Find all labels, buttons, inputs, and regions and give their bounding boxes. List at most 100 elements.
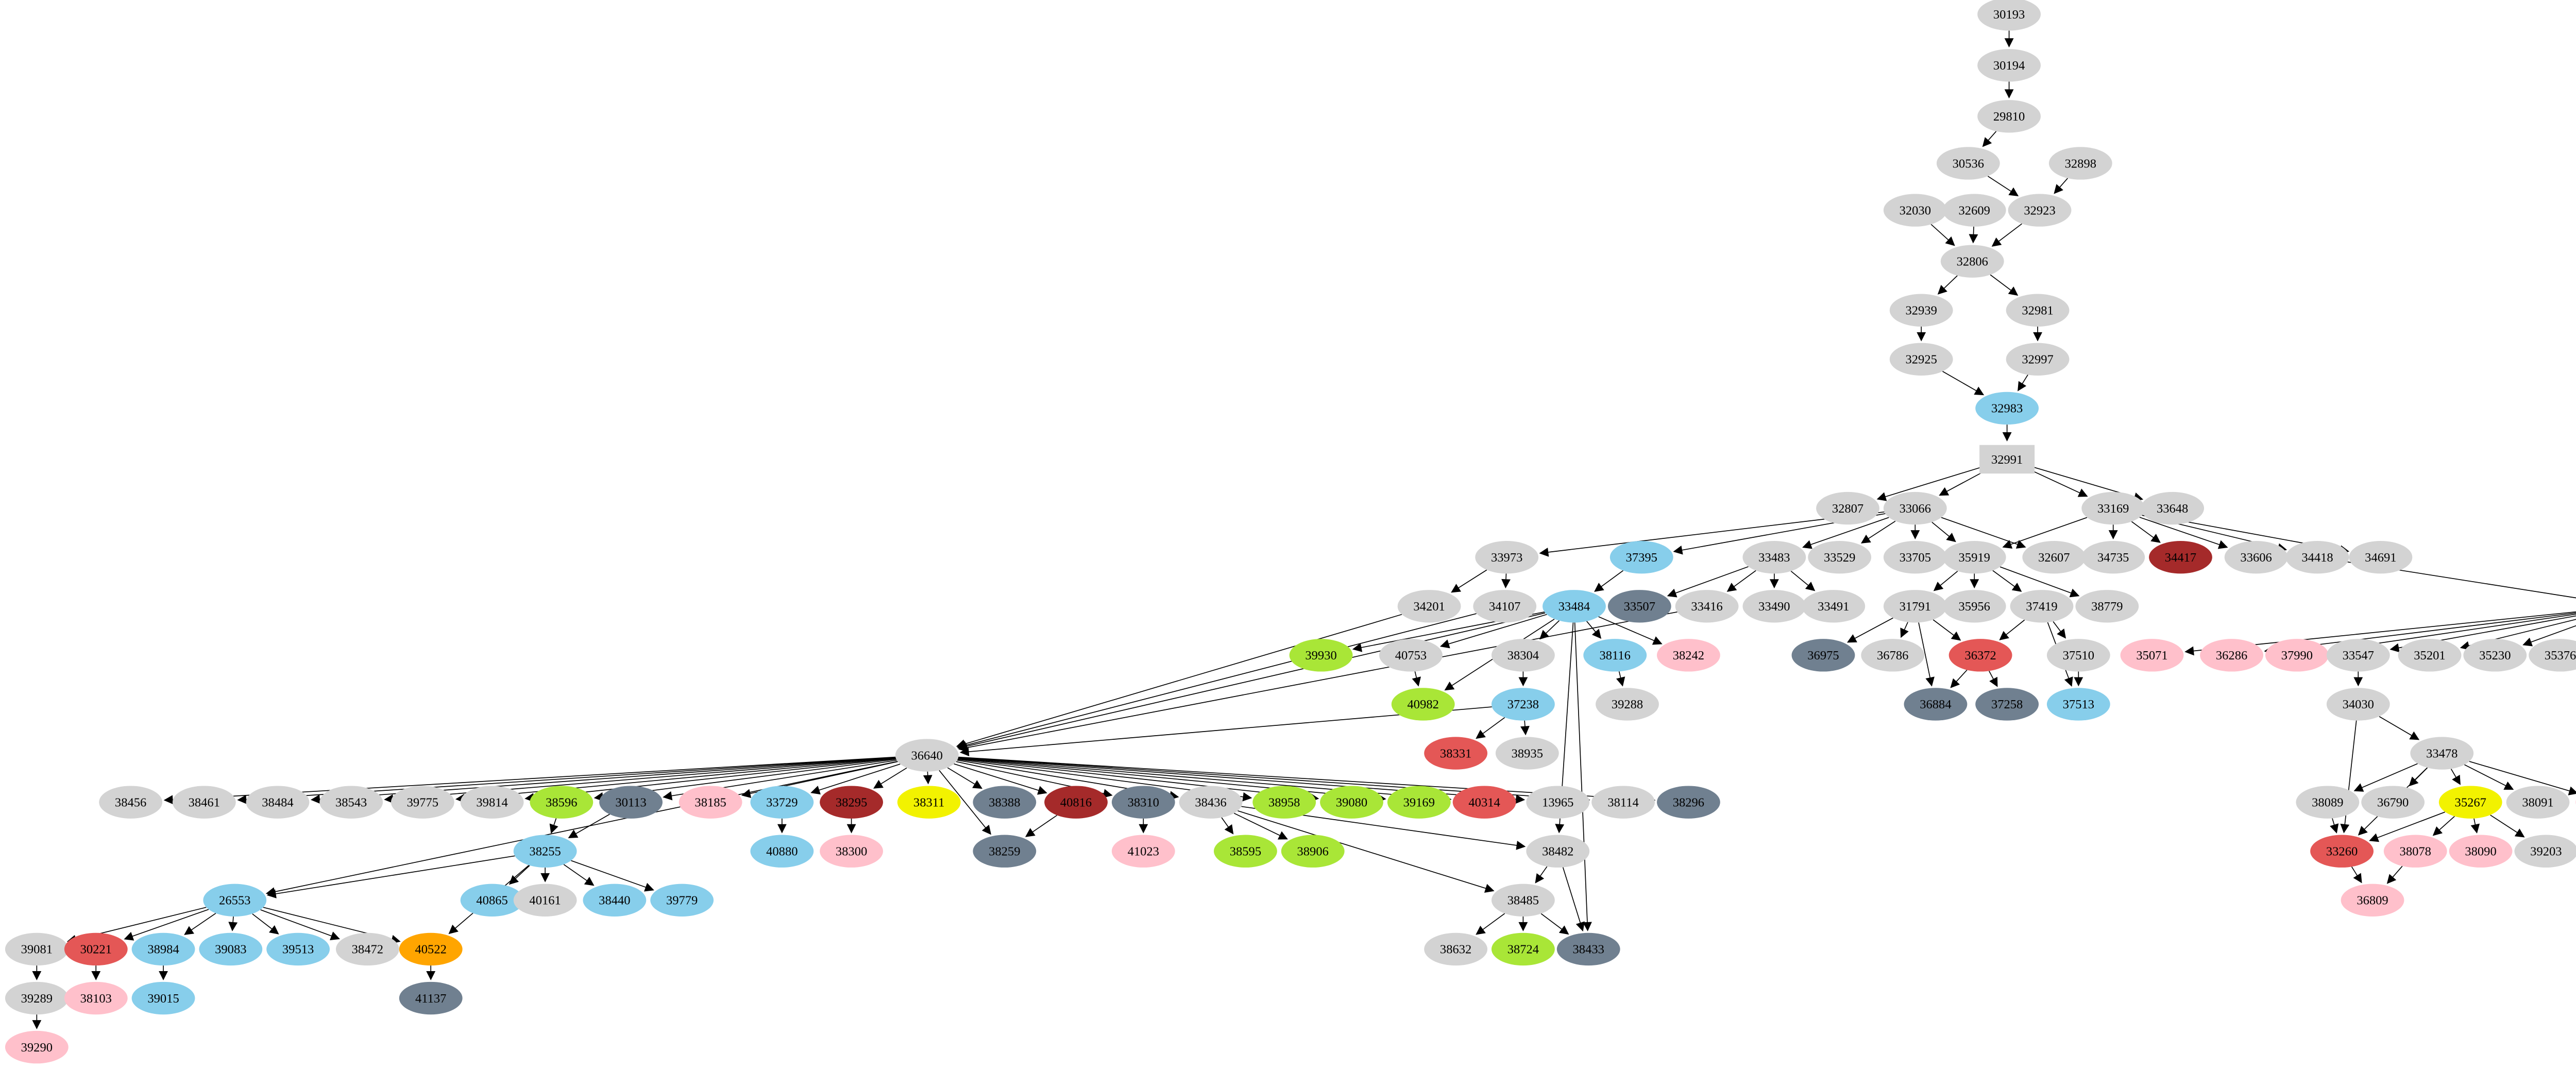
node-38485: 38485 [1491,884,1555,917]
node-label-32983: 32983 [1991,402,2023,416]
node-shape-38331 [1424,737,1488,770]
node-shape-37513 [2046,688,2110,721]
edge-35267-38090 [2470,818,2480,834]
edge-40753-40982 [1412,671,1421,687]
node-label-40865: 40865 [476,894,507,908]
node-33547: 33547 [2326,639,2390,672]
edge-36640-39775 [455,757,896,803]
node-39290: 39290 [5,1030,69,1064]
node-39081: 39081 [5,932,69,966]
node-shape-36975 [1791,639,1855,672]
node-label-34107: 34107 [1489,600,1520,614]
node-label-40753: 40753 [1395,649,1427,663]
node-39080: 39080 [1320,786,1383,819]
node-shape-32981 [2006,294,2070,327]
node-shape-26553 [203,884,267,917]
node-39169: 39169 [1387,786,1451,819]
node-37990: 37990 [2265,639,2329,672]
node-shape-32925 [1889,343,1953,376]
node-label-38484: 38484 [262,795,293,809]
node-label-39203: 39203 [2530,845,2562,859]
node-label-40982: 40982 [1408,698,1439,711]
edge-37238-38331 [1476,717,1505,739]
node-label-38935: 38935 [1512,746,1543,760]
node-shape-38779 [2075,590,2139,623]
node-33490: 33490 [1742,590,1806,623]
node-32898: 32898 [2048,147,2112,180]
node-33705: 33705 [1883,540,1947,574]
node-shape-32997 [2006,343,2070,376]
node-label-33648: 33648 [2157,502,2188,516]
node-shape-38433 [1556,932,1620,966]
node-shape-38304 [1491,639,1555,672]
node-shape-41137 [399,981,463,1015]
node-shape-39513 [266,932,330,966]
edge-30113-38255 [568,813,610,838]
node-35201: 35201 [2398,639,2462,672]
node-33491: 33491 [1802,590,1866,623]
node-shape-30113 [599,786,663,819]
node-shape-30536 [1936,147,2000,180]
node-32983: 32983 [1975,392,2039,425]
node-35071: 35071 [2120,639,2184,672]
node-shape-40816 [1044,786,1108,819]
node-32923: 32923 [2008,194,2072,227]
edge-36372-36884 [1950,669,1968,688]
node-shape-40753 [1379,639,1443,672]
edge-32806-32981 [1990,274,2019,296]
edge-32030-32806 [1930,224,1955,246]
node-39083: 39083 [199,932,263,966]
edge-38485-38433 [1540,913,1569,935]
edge-35267-33260 [2369,811,2446,842]
node-38984: 38984 [131,932,195,966]
node-label-30221: 30221 [80,943,112,957]
node-41023: 41023 [1111,835,1175,868]
node-label-35201: 35201 [2414,649,2445,663]
node-shape-38724 [1491,932,1555,966]
edge-37395-33484 [1594,570,1624,592]
node-shape-39080 [1320,786,1383,819]
node-shape-32991 [1979,445,2035,474]
edge-38436-38485 [1238,810,1495,893]
node-label-38779: 38779 [2091,600,2123,614]
edge-31791-36884 [1918,622,1935,687]
edge-33066-35919 [1931,521,1956,542]
node-label-32806: 32806 [1957,254,1988,268]
node-label-38543: 38543 [335,795,367,809]
node-label-32981: 32981 [2022,304,2053,318]
node-label-26553: 26553 [219,894,250,908]
node-label-36786: 36786 [1877,649,1908,663]
node-label-35267: 35267 [2455,795,2486,809]
node-38472: 38472 [335,932,399,966]
node-32981: 32981 [2006,294,2070,327]
node-label-34691: 34691 [2365,551,2396,565]
node-label-36640: 36640 [911,749,943,762]
node-shape-31791 [1883,590,1947,623]
node-shape-29810 [1977,100,2041,133]
node-38242: 38242 [1656,639,1720,672]
node-shape-38259 [973,835,1037,868]
edge-37419-37510 [2053,621,2066,639]
node-35230: 35230 [2463,639,2527,672]
node-32607: 32607 [2022,540,2086,574]
node-label-37419: 37419 [2026,600,2057,614]
edge-33169-33606 [2139,517,2228,549]
node-label-38300: 38300 [836,845,867,859]
edge-35267-39203 [2490,815,2525,838]
edge-30708-35230 [2522,625,2576,647]
node-label-33529: 33529 [1824,551,1855,565]
node-33066: 33066 [1883,491,1947,525]
node-shape-38484 [246,786,310,819]
edge-36640-33729 [810,763,901,795]
node-shape-40522 [399,932,463,966]
node-38433: 38433 [1556,932,1620,966]
node-40816: 40816 [1044,786,1108,819]
node-shape-37258 [1975,688,2039,721]
node-shape-39930 [1289,639,1353,672]
node-label-38596: 38596 [546,795,577,809]
node-38388: 38388 [973,786,1037,819]
node-label-34735: 34735 [2097,551,2129,565]
node-36809: 36809 [2341,884,2404,917]
node-label-37395: 37395 [1626,551,1657,565]
